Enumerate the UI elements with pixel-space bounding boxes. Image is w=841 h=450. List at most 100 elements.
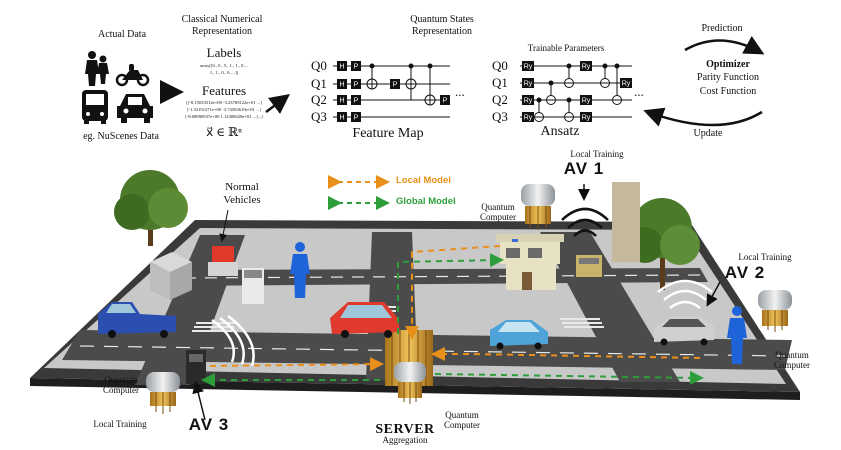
stone-building — [612, 182, 640, 262]
svg-text:P: P — [393, 82, 398, 89]
fm-q2: Q2 — [311, 92, 327, 107]
fm-q3: Q3 — [311, 109, 327, 124]
normal-vehicles-label-1: Normal — [225, 181, 259, 193]
prediction-label: Prediction — [701, 23, 743, 34]
normal-vehicles-label-2: Vehicles — [223, 194, 261, 206]
quantum-computer-av2 — [758, 290, 792, 332]
av3-label: AV 3 — [188, 415, 230, 434]
classical-title-1: Classical Numerical — [181, 14, 263, 25]
light-blue-car — [490, 320, 548, 350]
labels-array-1: array([0., 0., 5., 1., 1., 0., . — [199, 63, 249, 68]
svg-text:H: H — [339, 98, 344, 105]
classical-title-2: Representation — [192, 26, 252, 37]
av2-label: AV 2 — [724, 263, 766, 282]
representation-to-featuremap-arrow — [265, 94, 290, 114]
svg-text:Ry: Ry — [524, 64, 533, 71]
av3-qc-1: Quantum — [104, 375, 138, 385]
quantum-computer-av1 — [521, 184, 555, 230]
red-truck — [208, 246, 238, 276]
av3-car — [186, 350, 206, 384]
features-line-3: [-8.08096937e+00 1.12308628e+01 ...]...] — [185, 114, 263, 119]
quantum-title-1: Quantum States — [410, 14, 474, 25]
car-icon — [117, 94, 153, 123]
av1-car — [576, 255, 602, 277]
ry-gate: Ry — [580, 112, 592, 122]
av3-qc-2: Computer — [103, 385, 139, 395]
svg-text:Ry: Ry — [524, 98, 533, 105]
bus-icon — [82, 90, 108, 124]
av2-qc-2: Computer — [774, 360, 810, 370]
quantum-title-2: Representation — [412, 26, 472, 37]
tree-left — [114, 170, 188, 246]
wifi-icon-av1 — [561, 207, 609, 237]
dataset-caption: eg. NuScenes Data — [83, 131, 159, 142]
vector-notation: x⃗ ∈ ℝⁿ — [206, 125, 242, 139]
update-label: Update — [693, 128, 723, 139]
fm-q0: Q0 — [311, 58, 327, 73]
av2-pointer — [706, 281, 721, 307]
av1-qc-1: Quantum — [481, 202, 515, 212]
server-qc-2: Computer — [444, 420, 480, 430]
ry-gate: Ry — [522, 61, 534, 71]
aggregation-label: Aggregation — [382, 435, 428, 445]
fm-q1: Q1 — [311, 76, 327, 91]
av1-label: AV 1 — [563, 159, 605, 178]
wifi-icon-av3 — [211, 315, 255, 367]
p-gate: P — [440, 95, 450, 105]
features-line-2: [-1.32191271e+00 -3.74502619e+01 ...] — [187, 107, 261, 112]
legend-local-label: Local Model — [396, 175, 451, 186]
red-car-center — [330, 302, 400, 338]
normal-vehicles-pointer — [219, 209, 229, 242]
shed-buildings — [150, 252, 192, 300]
ansatz-circuit — [520, 63, 632, 122]
ry-gate: Ry — [522, 112, 534, 122]
white-van — [242, 268, 264, 304]
svg-text:H: H — [339, 64, 344, 71]
ry-gate: Ry — [620, 78, 632, 88]
svg-text:P: P — [354, 98, 359, 105]
trainable-title: Trainable Parameters — [527, 43, 605, 53]
fm-ellipsis: ... — [455, 84, 465, 99]
legend-global-label: Global Model — [396, 196, 456, 207]
ry-gate: Ry — [580, 61, 592, 71]
svg-text:P: P — [354, 115, 359, 122]
p-gate: P — [351, 79, 361, 89]
an-q3: Q3 — [492, 109, 508, 124]
svg-text:Ry: Ry — [582, 115, 591, 122]
av3-local-training: Local Training — [93, 419, 147, 429]
an-q1: Q1 — [492, 75, 508, 90]
p-gate: P — [351, 61, 361, 71]
features-title: Features — [201, 83, 247, 98]
svg-text:Ry: Ry — [582, 98, 591, 105]
pedestrian-right — [727, 306, 747, 364]
parity-label: Parity Function — [697, 72, 759, 83]
av2-local-training: Local Training — [738, 252, 792, 262]
server-qc-1: Quantum — [445, 410, 479, 420]
feature-map-title: Feature Map — [352, 126, 424, 141]
p-gate: P — [390, 79, 400, 89]
motorcycle-icon — [115, 64, 150, 87]
right-vertical-road — [540, 232, 680, 382]
av3-pointer — [192, 381, 206, 421]
h-gate: H — [337, 112, 347, 122]
svg-text:Ry: Ry — [622, 81, 631, 88]
update-arrow — [643, 107, 763, 127]
features-line-1: [[-8.15033512e+00 -3.23769122e+01 ...] — [186, 100, 262, 105]
prediction-arrow — [684, 36, 765, 55]
ry-gate: Ry — [522, 78, 534, 88]
svg-text:Ry: Ry — [524, 115, 533, 122]
svg-text:Ry: Ry — [582, 64, 591, 71]
pedestrian-center — [290, 242, 310, 298]
wifi-icon-av2 — [657, 279, 713, 310]
labels-array-2: 1., 1., 0., 0.,...]) — [209, 70, 239, 75]
quantum-computer-av3 — [146, 372, 180, 414]
optimizer-label: Optimizer — [706, 59, 750, 70]
local-model-flows — [209, 245, 701, 372]
global-model-flows — [201, 253, 704, 387]
av2-qc-1: Quantum — [775, 350, 809, 360]
av1-local-training: Local Training — [570, 149, 624, 159]
svg-text:P: P — [354, 64, 359, 71]
